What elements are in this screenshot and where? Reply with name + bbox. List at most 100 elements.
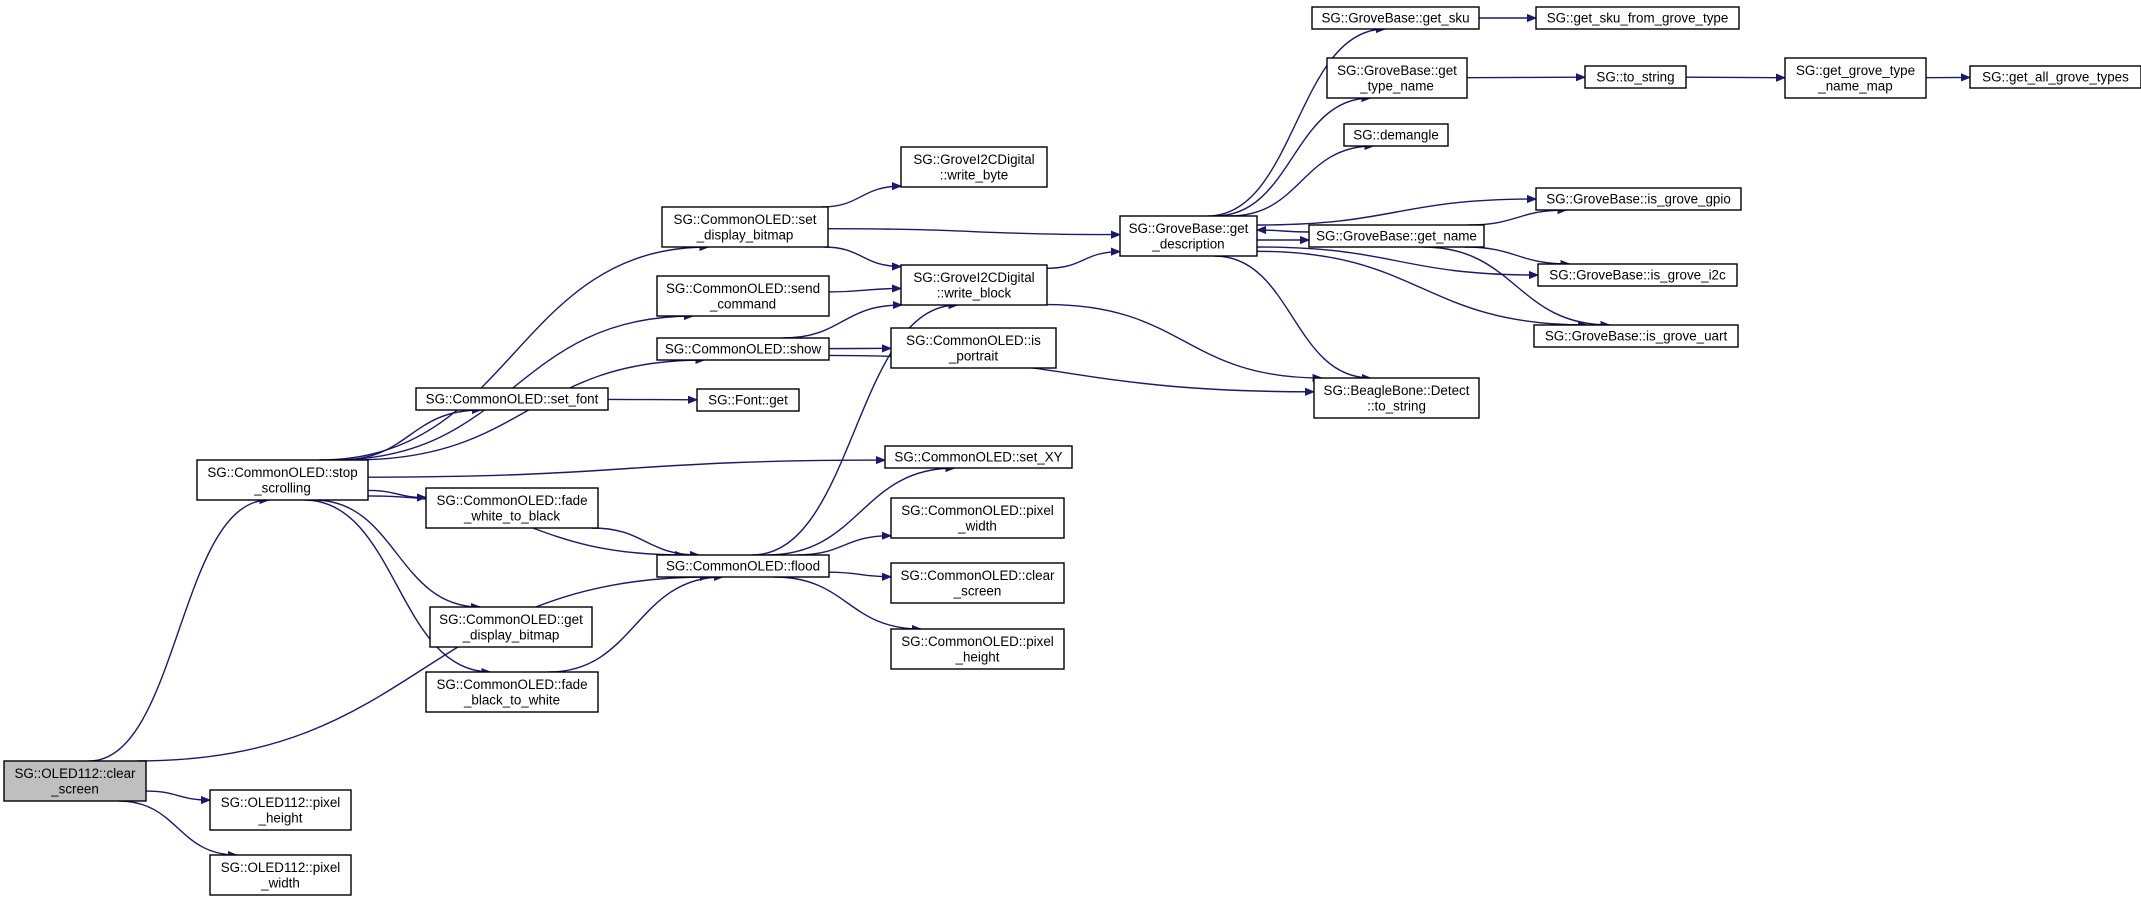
edge-line	[319, 247, 708, 461]
node-n10[interactable]: SG::CommonOLED::fade_white_to_black	[425, 487, 599, 529]
node-n22[interactable]: SG::BeagleBone::Detect::to_string	[1313, 377, 1480, 419]
node-n5[interactable]: SG::OLED112::pixel_width	[209, 854, 352, 896]
node-label: _command	[709, 296, 776, 311]
edge-line	[796, 536, 891, 556]
node-n19[interactable]: SG::CommonOLED::clear_screen	[890, 562, 1065, 604]
node-label: SG::get_sku_from_grove_type	[1547, 11, 1729, 26]
node-label: SG::OLED112::pixel	[221, 795, 341, 810]
node-label: _display_bitmap	[696, 227, 794, 242]
node-box[interactable]	[696, 388, 800, 412]
node-n28[interactable]: SG::GroveBase::is_grove_i2c	[1537, 263, 1738, 287]
node-label: SG::GroveI2CDigital	[913, 270, 1034, 285]
node-label: ::to_string	[1367, 398, 1426, 413]
node-n30[interactable]: SG::get_sku_from_grove_type	[1535, 6, 1740, 30]
node-box[interactable]	[3, 760, 147, 802]
node-n8[interactable]: SG::CommonOLED::show	[656, 337, 830, 361]
node-label: SG::GroveBase::get	[1129, 221, 1249, 236]
edge-line	[367, 460, 885, 478]
node-n33[interactable]: SG::get_all_grove_types	[1969, 65, 2141, 89]
node-n1[interactable]: SG::OLED112::clear_screen	[3, 760, 147, 802]
node-box[interactable]	[1343, 123, 1449, 147]
node-n12[interactable]: SG::CommonOLED::fade_black_to_white	[425, 671, 599, 713]
node-label: SG::CommonOLED::send	[666, 281, 820, 296]
node-n6[interactable]: SG::CommonOLED::set_display_bitmap	[661, 206, 829, 248]
edge-n6-to-n14	[823, 246, 901, 267]
node-box[interactable]	[1535, 187, 1742, 211]
edge-n2-to-n11	[313, 499, 480, 607]
node-label: SG::CommonOLED::clear	[900, 568, 1055, 583]
node-n17[interactable]: SG::CommonOLED::set_XY	[884, 445, 1073, 469]
node-box[interactable]	[1308, 224, 1485, 248]
node-box[interactable]	[890, 327, 1057, 369]
node-label: _type_name	[1359, 78, 1434, 93]
edge-line	[339, 410, 481, 461]
node-box[interactable]	[429, 606, 593, 648]
node-label: _width	[957, 518, 997, 533]
node-box[interactable]	[209, 854, 352, 896]
node-label: ::write_byte	[940, 167, 1008, 182]
edge-n8-to-n14	[782, 305, 902, 339]
node-box[interactable]	[1533, 324, 1739, 348]
edge-n21-to-n22	[1214, 255, 1371, 378]
node-n27[interactable]: SG::GroveBase::is_grove_gpio	[1535, 187, 1742, 211]
node-box[interactable]	[209, 789, 352, 831]
node-box[interactable]	[196, 459, 369, 501]
node-n31[interactable]: SG::to_string	[1584, 65, 1687, 89]
node-box[interactable]	[890, 628, 1065, 670]
node-box[interactable]	[884, 445, 1073, 469]
node-box[interactable]	[661, 206, 829, 248]
node-n25[interactable]: SG::demangle	[1343, 123, 1449, 147]
node-box[interactable]	[425, 671, 599, 713]
node-n2[interactable]: SG::CommonOLED::stop_scrolling	[196, 459, 369, 501]
node-box[interactable]	[1535, 6, 1740, 30]
edge-n14-to-n21	[1046, 252, 1120, 270]
node-n14[interactable]: SG::GroveI2CDigital::write_block	[900, 264, 1048, 306]
node-box[interactable]	[890, 497, 1065, 539]
node-n16[interactable]: SG::Font::get	[696, 388, 800, 412]
node-box[interactable]	[656, 554, 830, 578]
node-box[interactable]	[1537, 263, 1738, 287]
node-n15[interactable]: SG::CommonOLED::is_portrait	[890, 327, 1057, 369]
edge-n2-to-n10	[367, 489, 426, 497]
edge-n21-to-n29	[1256, 250, 1587, 325]
edge-n2-to-n9	[339, 410, 481, 461]
node-box[interactable]	[1313, 377, 1480, 419]
node-n32[interactable]: SG::get_grove_type_name_map	[1784, 57, 1927, 99]
node-n3[interactable]: SG::CommonOLED::flood	[656, 554, 830, 578]
node-n24[interactable]: SG::GroveBase::get_type_name	[1326, 57, 1468, 99]
edge-n1-to-n5	[118, 800, 237, 855]
edge-n26-to-n28	[1464, 246, 1569, 264]
node-box[interactable]	[900, 146, 1048, 188]
node-label: SG::CommonOLED::pixel	[901, 634, 1054, 649]
node-label: SG::CommonOLED::fade	[436, 677, 587, 692]
node-box[interactable]	[1969, 65, 2141, 89]
node-n13[interactable]: SG::GroveI2CDigital::write_byte	[900, 146, 1048, 188]
node-box[interactable]	[425, 487, 599, 529]
edge-n21-to-n25	[1229, 146, 1374, 217]
node-n20[interactable]: SG::CommonOLED::pixel_height	[890, 628, 1065, 670]
node-label: _portrait	[948, 348, 998, 363]
node-box[interactable]	[1784, 57, 1927, 99]
node-n23[interactable]: SG::GroveBase::get_sku	[1311, 6, 1480, 30]
node-box[interactable]	[1311, 6, 1480, 30]
node-n18[interactable]: SG::CommonOLED::pixel_width	[890, 497, 1065, 539]
edge-line	[88, 500, 269, 762]
edge-n3-to-n18	[796, 536, 891, 556]
node-n4[interactable]: SG::OLED112::pixel_height	[209, 789, 352, 831]
node-n7[interactable]: SG::CommonOLED::send_command	[656, 275, 830, 317]
node-box[interactable]	[1326, 57, 1468, 99]
node-n9[interactable]: SG::CommonOLED::set_font	[415, 387, 609, 411]
node-box[interactable]	[656, 275, 830, 317]
node-label: _scrolling	[253, 480, 311, 495]
node-label: SG::CommonOLED::fade	[436, 493, 587, 508]
node-n21[interactable]: SG::GroveBase::get_description	[1119, 215, 1258, 257]
node-box[interactable]	[1584, 65, 1687, 89]
node-box[interactable]	[900, 264, 1048, 306]
node-box[interactable]	[1119, 215, 1258, 257]
node-box[interactable]	[890, 562, 1065, 604]
node-n11[interactable]: SG::CommonOLED::get_display_bitmap	[429, 606, 593, 648]
node-box[interactable]	[415, 387, 609, 411]
node-box[interactable]	[656, 337, 830, 361]
node-n29[interactable]: SG::GroveBase::is_grove_uart	[1533, 324, 1739, 348]
node-n26[interactable]: SG::GroveBase::get_name	[1308, 224, 1485, 248]
